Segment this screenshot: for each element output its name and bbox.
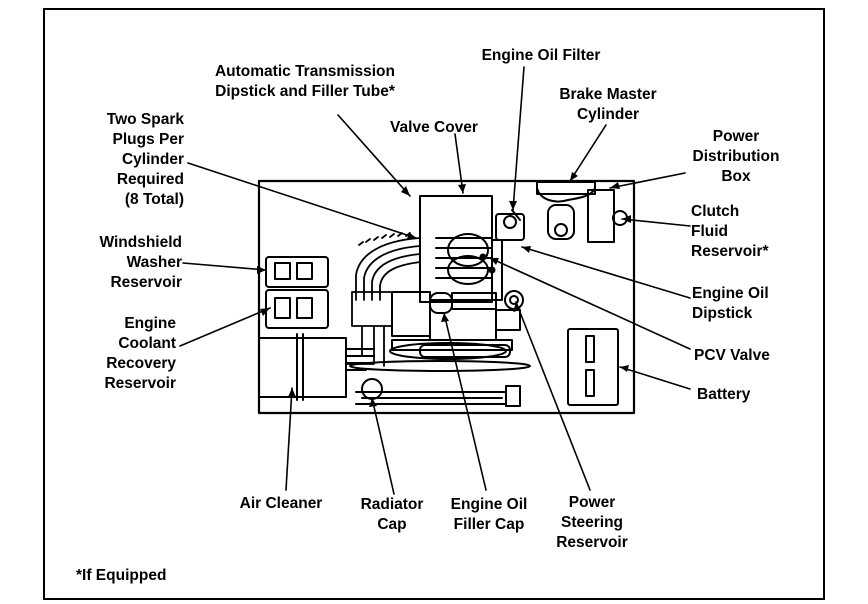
leader-lines xyxy=(179,66,691,495)
label-power-distribution-box: Power Distribution Box xyxy=(692,128,780,185)
label-air-cleaner: Air Cleaner xyxy=(239,495,323,512)
label-engine-oil-filler-cap: Engine Oil Filler Cap xyxy=(450,496,528,533)
label-battery: Battery xyxy=(697,386,751,403)
label-engine-coolant-recovery-reservoir: Engine Coolant Recovery Reservoir xyxy=(104,315,176,392)
label-pcv-valve: PCV Valve xyxy=(694,347,770,364)
label-radiator-cap: Radiator Cap xyxy=(360,496,424,533)
pulleys xyxy=(349,339,531,372)
label-engine-oil-filter: Engine Oil Filter xyxy=(481,47,601,64)
label-engine-oil-dipstick: Engine Oil Dipstick xyxy=(692,285,769,322)
engine-block-shape xyxy=(391,195,525,341)
brake-master-cylinder-shape xyxy=(536,181,596,240)
label-valve-cover: Valve Cover xyxy=(390,119,478,136)
air-cleaner-shape xyxy=(258,333,375,401)
label-clutch-fluid-reservoir: Clutch Fluid Reservoir* xyxy=(691,203,769,260)
label-automatic-transmission: Automatic Transmission Dipstick and Fill… xyxy=(214,63,395,100)
power-distribution-box-shape xyxy=(587,189,628,243)
coolant-recovery-reservoir-shape xyxy=(265,289,329,329)
radiator-shape xyxy=(355,378,521,407)
engine-compartment-outline xyxy=(257,179,636,415)
label-windshield-washer-reservoir: Windshield Washer Reservoir xyxy=(99,234,182,291)
battery-shape xyxy=(567,328,619,406)
label-spark-plugs: Two Spark Plugs Per Cylinder Required (8… xyxy=(106,111,184,208)
label-power-steering-reservoir: Power Steering Reservoir xyxy=(556,494,628,551)
label-brake-master-cylinder: Brake Master Cylinder xyxy=(559,86,657,123)
diagram-frame xyxy=(43,8,825,600)
windshield-washer-reservoir-shape xyxy=(265,256,329,288)
intake-tubes xyxy=(345,232,421,367)
footnote: *If Equipped xyxy=(76,567,167,584)
arrow-heads xyxy=(257,172,631,407)
